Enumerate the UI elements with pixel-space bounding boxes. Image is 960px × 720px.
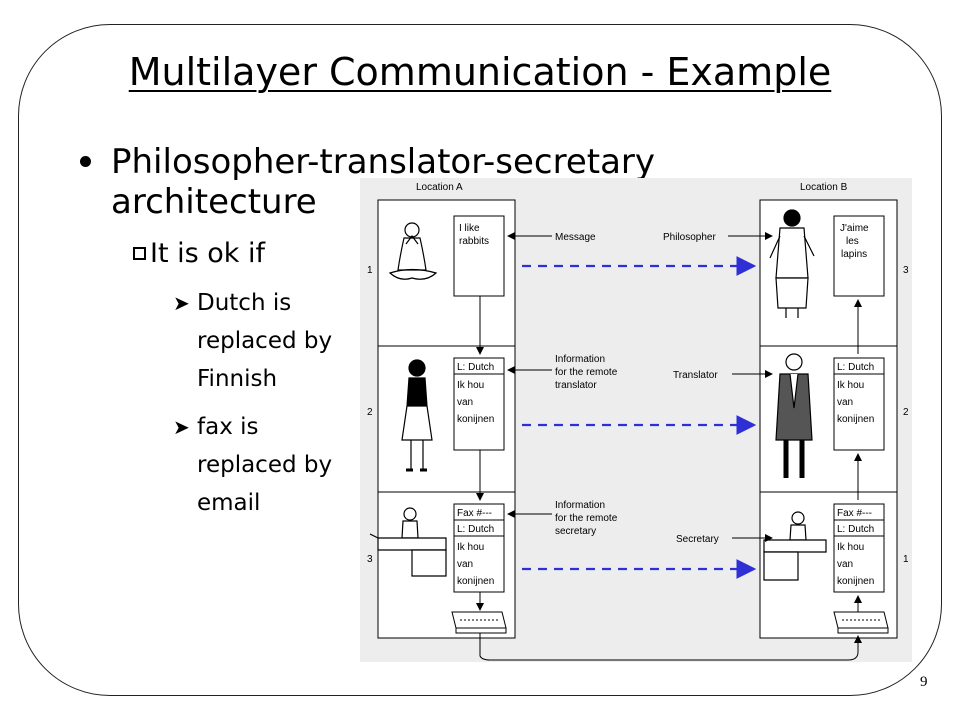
fax-line: Fax #--- <box>837 508 872 519</box>
translated-line: konijnen <box>457 414 494 425</box>
fax-line: Ik hou <box>837 542 864 553</box>
layer-number: 1 <box>367 265 373 276</box>
info-secretary-line: Information <box>555 500 605 511</box>
arrow-bullet-icon: ➤ <box>173 291 190 315</box>
translated-line: konijnen <box>837 414 874 425</box>
translated-line: L: Dutch <box>837 362 874 373</box>
translated-line: van <box>457 397 473 408</box>
item-line: email <box>197 490 261 516</box>
layer-number: 3 <box>903 265 909 276</box>
square-bullet-icon <box>133 247 146 260</box>
translator-a-figure <box>401 359 433 472</box>
fax-line: L: Dutch <box>457 524 494 535</box>
translated-line: Ik hou <box>457 380 484 391</box>
info-translator-line: for the remote <box>555 367 618 378</box>
fax-line: Fax #--- <box>457 508 492 519</box>
message-line: les <box>846 236 859 247</box>
fax-line: konijnen <box>457 576 494 587</box>
info-translator-line: Information <box>555 354 605 365</box>
fax-line: Ik hou <box>457 542 484 553</box>
sub-bullet: It is ok if <box>133 238 265 270</box>
role-label-secretary: Secretary <box>676 534 719 545</box>
transmission-line <box>479 633 862 661</box>
fax-line: van <box>457 559 473 570</box>
message-line: lapins <box>841 249 867 260</box>
item-line: Dutch is <box>197 290 292 316</box>
fax-machine-b-icon <box>833 611 889 634</box>
item-line: fax is <box>197 414 259 440</box>
item-line: replaced by <box>197 452 333 478</box>
fax-box-b <box>833 503 885 593</box>
message-box-a <box>453 215 505 297</box>
info-secretary-line: secretary <box>555 526 596 537</box>
philosopher-b-figure <box>769 209 815 318</box>
message-line: rabbits <box>459 236 489 247</box>
secretary-a-figure <box>369 507 447 577</box>
translated-line: van <box>837 397 853 408</box>
secretary-b-figure <box>763 511 827 581</box>
layer-number: 1 <box>903 554 909 565</box>
slide-title: Multilayer Communication - Example <box>128 50 832 94</box>
translated-line: Ik hou <box>837 380 864 391</box>
info-translator-line: translator <box>555 380 597 391</box>
bullet-text-cont: architecture <box>111 182 317 222</box>
message-line: I like <box>459 223 480 234</box>
layer-number: 2 <box>367 407 373 418</box>
info-secretary-line: for the remote <box>555 513 618 524</box>
item-line: Finnish <box>197 366 278 392</box>
item-line: replaced by <box>197 328 333 354</box>
arrow-bullet-icon: ➤ <box>173 415 190 439</box>
role-label-translator: Translator <box>673 370 718 381</box>
translated-line: L: Dutch <box>457 362 494 373</box>
layer-number: 3 <box>367 554 373 565</box>
fax-line: L: Dutch <box>837 524 874 535</box>
role-label-philosopher: Philosopher <box>663 232 716 243</box>
slide-frame <box>18 24 942 696</box>
translated-box-a <box>453 357 505 451</box>
page-number: 9 <box>920 674 928 690</box>
fax-machine-a-icon <box>451 611 507 634</box>
layer-number: 2 <box>903 407 909 418</box>
fax-line: konijnen <box>837 576 874 587</box>
translator-b-figure <box>775 353 813 478</box>
bullet-text: Philosopher-translator-secretary <box>111 142 656 182</box>
location-b-label: Location B <box>800 182 848 193</box>
fax-line: van <box>837 559 853 570</box>
sub-bullet-text: It is ok if <box>150 238 266 269</box>
architecture-diagram: Location A Location B 1 2 3 3 2 1 I like… <box>360 178 912 662</box>
philosopher-a-figure <box>388 222 438 280</box>
translated-box-b <box>833 357 885 451</box>
fax-box-a <box>453 503 505 593</box>
message-box-b <box>833 215 885 297</box>
location-a-label: Location A <box>416 182 463 193</box>
bullet-dot-icon <box>80 156 91 167</box>
message-line: J'aime <box>840 223 869 234</box>
message-label: Message <box>555 232 596 243</box>
